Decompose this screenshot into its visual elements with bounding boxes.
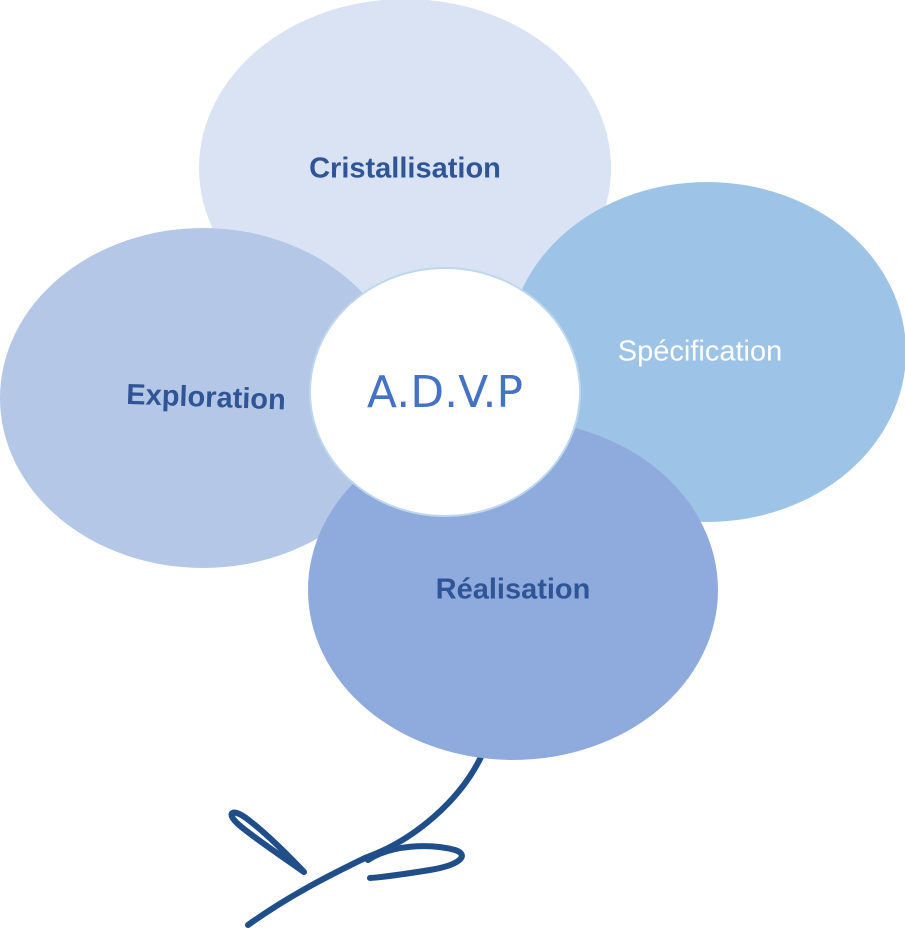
right-leaf-icon — [365, 843, 465, 881]
cristallisation-label: Cristallisation — [309, 153, 501, 185]
petal-specification — [508, 182, 905, 522]
petal-exploration — [0, 228, 406, 568]
left-leaf-icon — [228, 809, 307, 875]
realisation-label: Réalisation — [436, 574, 591, 606]
flower-stem-icon — [228, 754, 484, 928]
specification-label: Spécification — [618, 336, 782, 368]
center-circle — [309, 267, 581, 517]
exploration-label: Exploration — [126, 379, 287, 417]
center-label: A.D.V.P — [367, 367, 523, 418]
